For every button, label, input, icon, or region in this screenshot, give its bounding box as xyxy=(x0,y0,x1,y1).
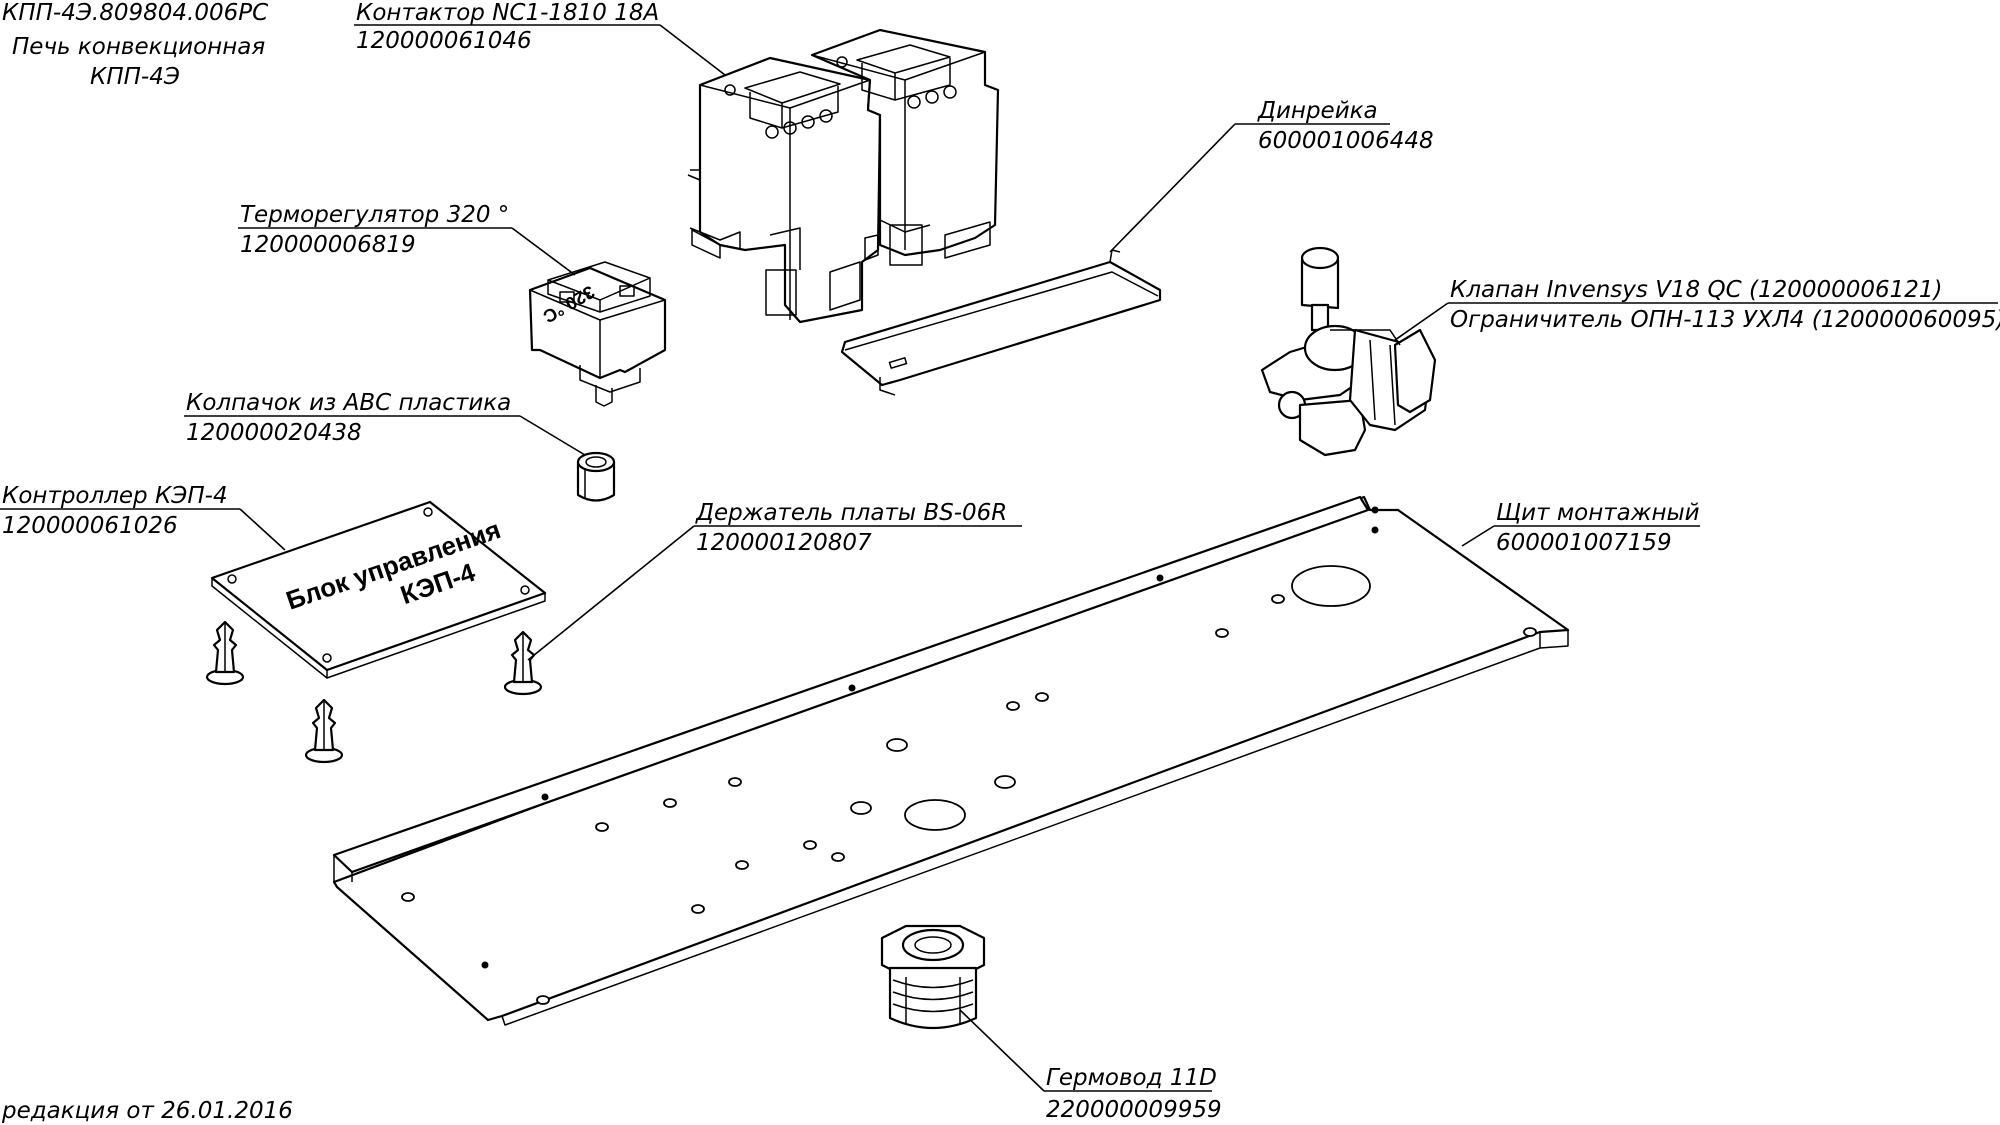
cable-gland-code: 220000009959 xyxy=(1046,1097,1222,1123)
thermostat-callout: Терморегулятор 320 ° 120000006819 xyxy=(238,202,576,276)
din-rail-code: 600001006448 xyxy=(1258,128,1434,154)
cable-gland-label: Гермовод 11D xyxy=(1046,1065,1217,1091)
controller-code: 120000061026 xyxy=(2,513,178,539)
din-rail-part xyxy=(840,249,1162,396)
valve-part xyxy=(1260,246,1437,457)
title-line1: Печь конвекционная xyxy=(12,34,265,60)
thermostat-code: 120000006819 xyxy=(240,232,416,258)
mounting-panel-callout: Щит монтажный 600001007159 xyxy=(1461,500,1700,556)
mounting-panel-code: 600001007159 xyxy=(1496,530,1672,556)
contactor-callout: Контактор NC1-1810 18А 120000061046 xyxy=(354,0,726,76)
controller-callout: Контроллер КЭП-4 120000061026 xyxy=(0,483,286,551)
cap-code: 120000020438 xyxy=(186,420,362,446)
contactor-part xyxy=(687,28,1000,324)
thermostat-part: 320 °C xyxy=(528,261,667,407)
controller-label: Контроллер КЭП-4 xyxy=(2,483,228,509)
mounting-panel-part xyxy=(332,495,1570,1026)
board-holder-part-3 xyxy=(304,698,344,764)
thermostat-label: Терморегулятор 320 ° xyxy=(240,202,509,228)
board-holder-part-1 xyxy=(205,620,245,686)
cap-callout: Колпачок из АВС пластика 120000020438 xyxy=(184,390,586,456)
title-line2: КПП-4Э xyxy=(90,64,180,90)
board-holder-label: Держатель платы BS-06R xyxy=(695,500,1007,526)
doc-number: КПП-4Э.809804.006РС xyxy=(2,0,268,26)
valve-limiter: Ограничитель ОПН-113 УХЛ4 (120000060095) xyxy=(1450,307,2000,333)
drawing-header: КПП-4Э.809804.006РС Печь конвекционная К… xyxy=(2,0,268,90)
board-holder-code: 120000120807 xyxy=(696,530,872,556)
contactor-code: 120000061046 xyxy=(356,28,532,54)
revision-note: редакция от 26.01.2016 xyxy=(1,1098,293,1124)
mounting-panel-label: Щит монтажный xyxy=(1496,500,1700,526)
cap-part xyxy=(576,451,616,502)
cable-gland-part xyxy=(880,924,986,1030)
cable-gland-callout: Гермовод 11D 220000009959 xyxy=(959,1009,1222,1123)
contactor-label: Контактор NC1-1810 18А xyxy=(356,0,659,26)
board-holder-callout: Держатель платы BS-06R 120000120807 xyxy=(527,500,1022,661)
board-holder-part-2 xyxy=(503,630,543,696)
valve-label: Клапан Invensys V18 QC (120000006121) xyxy=(1450,277,1943,303)
din-rail-callout: Динрейка 600001006448 xyxy=(1109,98,1434,253)
cap-label: Колпачок из АВС пластика xyxy=(186,390,511,416)
din-rail-label: Динрейка xyxy=(1257,98,1378,124)
valve-callout: Клапан Invensys V18 QC (120000006121) Ог… xyxy=(1394,277,2000,341)
